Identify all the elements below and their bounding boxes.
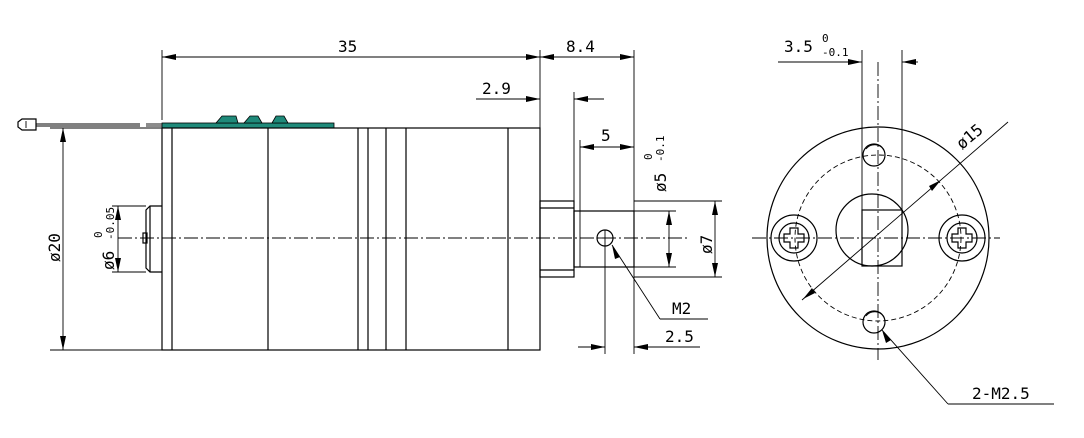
dim-dia-5-tol-upper: 0 (642, 153, 655, 160)
tapped-hole-top (862, 143, 886, 167)
dim-2-5: 2.5 (578, 246, 700, 354)
rear-boss (142, 205, 162, 273)
dim-3-5-tol-upper: 0 (822, 32, 829, 45)
dim-8-4-label: 8.4 (566, 37, 595, 56)
output-shaft (539, 200, 635, 278)
dim-8-4: 8.4 (540, 37, 635, 211)
dim-35-label: 35 (338, 37, 357, 56)
dim-2-5-label: 2.5 (665, 327, 694, 346)
dim-dia-6-label: ø6 (99, 251, 118, 270)
dim-3-5-tol-lower: -0.1 (822, 46, 849, 59)
dim-dia-7-label: ø7 (697, 235, 716, 254)
dim-2-m2-5-label: 2-M2.5 (972, 384, 1030, 403)
connector-board (161, 115, 335, 129)
dim-3-5: 3.5 0 -0.1 (778, 32, 918, 210)
dim-3-5-label: 3.5 (784, 37, 813, 56)
dim-m2: M2 (611, 244, 708, 320)
lead-wire (17, 118, 162, 131)
dim-dia-20: ø20 (45, 127, 162, 351)
dim-35: 35 (161, 37, 541, 128)
dim-dia-15: ø15 (801, 120, 1009, 301)
screw-left (770, 214, 818, 262)
tapped-hole-bottom (862, 310, 886, 334)
dim-dia-6: ø6 0 -0.05 (92, 205, 146, 273)
screw-right (938, 214, 986, 262)
dim-dia-20-label: ø20 (45, 233, 64, 262)
dim-2-9-label: 2.9 (482, 79, 511, 98)
motor-body (161, 127, 541, 351)
dim-5: 5 (579, 126, 634, 211)
dim-2-9: 2.9 (476, 79, 604, 201)
shaft-boss (835, 193, 909, 267)
dim-5-label: 5 (601, 126, 611, 145)
dim-2-m2-5: 2-M2.5 (881, 329, 1054, 405)
dim-m2-label: M2 (672, 299, 691, 318)
dim-dia-5-tol-lower: -0.1 (654, 136, 667, 163)
dim-dia-5: ø5 0 -0.1 (634, 136, 676, 268)
dim-dia-5-label: ø5 (651, 173, 670, 192)
side-view: 35 8.4 2.9 5 (17, 37, 722, 354)
dim-dia-6-tol-upper: 0 (92, 231, 105, 238)
front-view: 3.5 0 -0.1 ø15 2-M2.5 (752, 32, 1054, 405)
dim-dia-15-label: ø15 (952, 120, 986, 153)
dim-dia-6-tol-lower: -0.05 (104, 207, 117, 240)
dim-dia-7: ø7 (634, 200, 722, 278)
